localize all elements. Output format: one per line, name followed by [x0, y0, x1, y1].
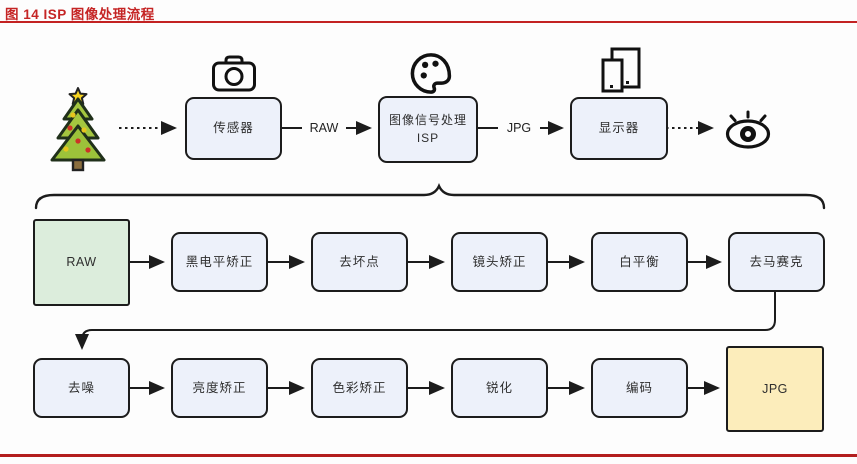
- figure-title: 图 14 ISP 图像处理流程: [5, 7, 155, 22]
- pipeline-step-box: 去坏点: [311, 232, 408, 292]
- step-label: 去噪: [67, 380, 95, 395]
- isp-label-line1: 图像信号处理: [388, 113, 467, 128]
- devices-icon: [597, 45, 645, 95]
- pipeline-step-box: 色彩矫正: [311, 358, 408, 418]
- step-label: JPG: [762, 381, 788, 396]
- step-label: 镜头矫正: [472, 254, 527, 269]
- jpg-output-box: JPG: [726, 346, 824, 432]
- pipeline-step-box: 镜头矫正: [451, 232, 548, 292]
- isp-box: 图像信号处理 ISP: [378, 96, 478, 163]
- expansion-brace: [34, 183, 826, 210]
- jpg-flow-label: JPG: [506, 121, 532, 135]
- christmas-tree-icon: [46, 86, 110, 174]
- sensor-label: 传感器: [213, 121, 254, 136]
- step-label: 黑电平矫正: [185, 254, 254, 269]
- isp-label-line2: ISP: [416, 130, 440, 145]
- eye-icon: [720, 106, 776, 152]
- step-label: 去马赛克: [749, 254, 804, 269]
- pipeline-step-box: 去噪: [33, 358, 130, 418]
- sensor-box: 传感器: [185, 97, 282, 160]
- palette-icon: [406, 50, 456, 97]
- display-label: 显示器: [598, 121, 640, 136]
- display-box: 显示器: [570, 97, 668, 160]
- camera-icon: [209, 52, 259, 94]
- raw-input-box: RAW: [33, 219, 130, 306]
- step-label: 去坏点: [339, 254, 380, 269]
- step-label: RAW: [66, 255, 97, 270]
- step-label: 白平衡: [619, 254, 660, 269]
- step-label: 色彩矫正: [332, 380, 387, 395]
- step-label: 编码: [625, 380, 653, 395]
- pipeline-step-box: 黑电平矫正: [171, 232, 268, 292]
- pipeline-step-box: 编码: [591, 358, 688, 418]
- step-label: 锐化: [485, 380, 513, 395]
- pipeline-step-box: 锐化: [451, 358, 548, 418]
- pipeline-step-box: 白平衡: [591, 232, 688, 292]
- pipeline-step-box: 亮度矫正: [171, 358, 268, 418]
- pipeline-step-box: 去马赛克: [728, 232, 825, 292]
- raw-flow-label: RAW: [309, 121, 339, 135]
- title-underline: [0, 21, 857, 23]
- figure-bottom-rule: [0, 454, 857, 457]
- step-label: 亮度矫正: [192, 380, 247, 395]
